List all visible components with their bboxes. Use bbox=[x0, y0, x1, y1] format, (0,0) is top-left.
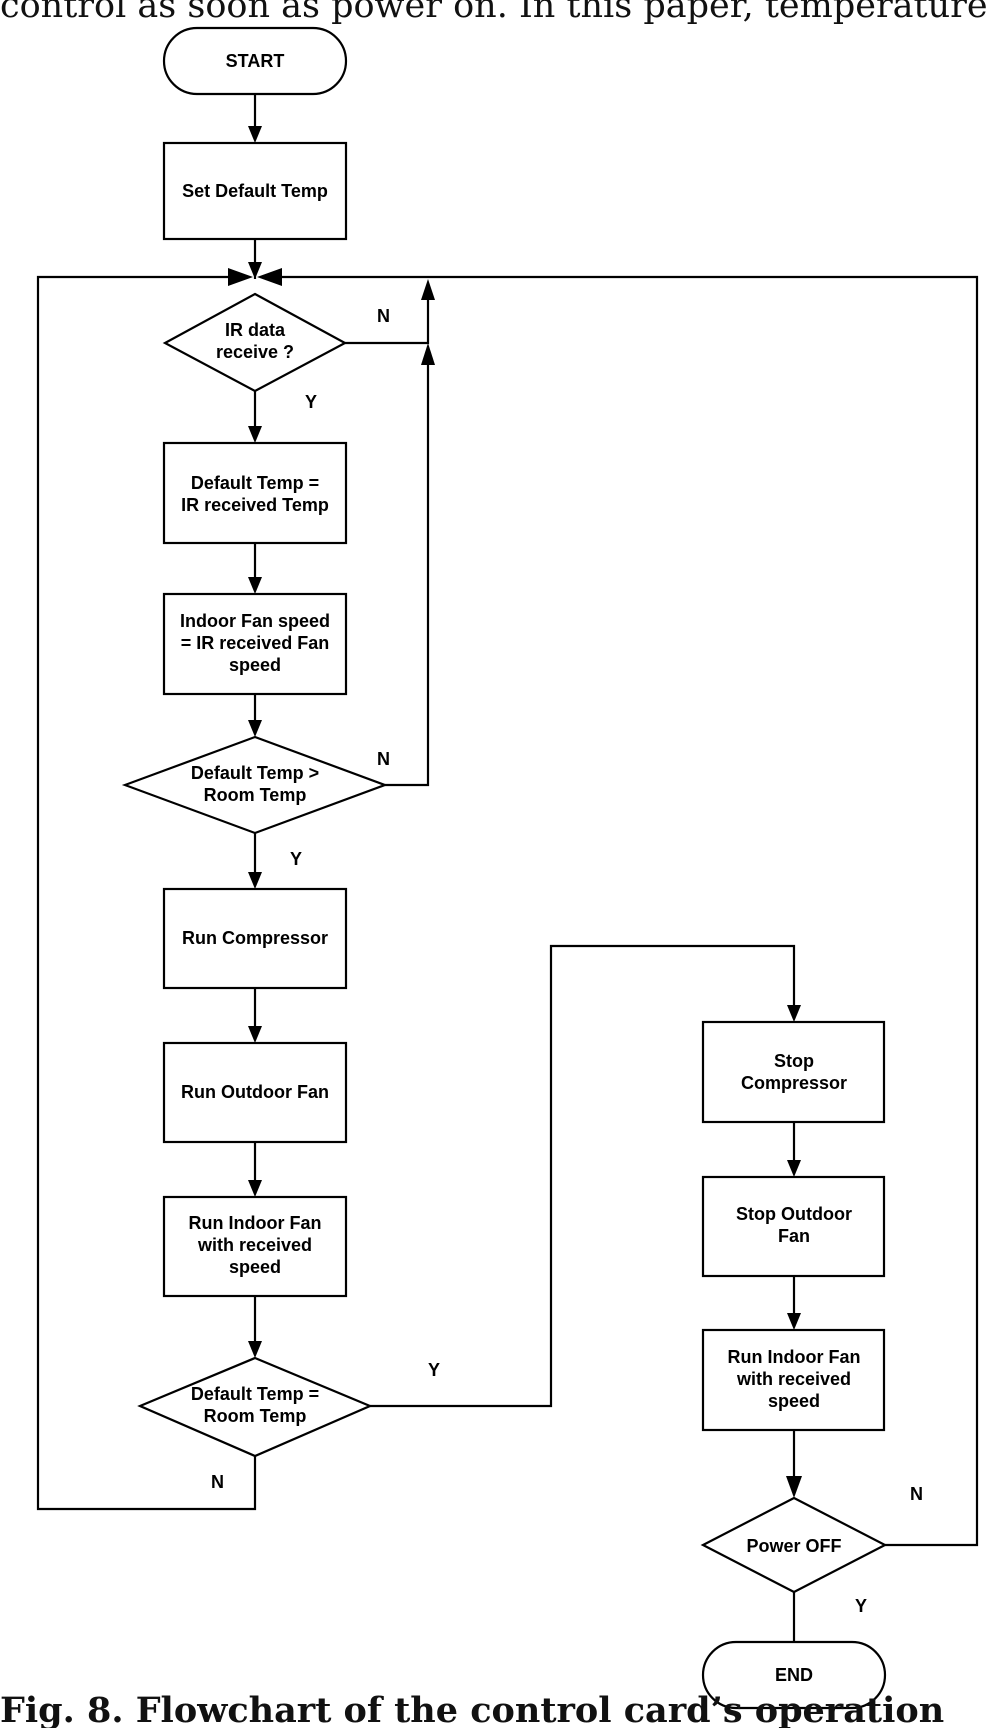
arrow-ir-no-up bbox=[421, 279, 435, 300]
temp-eq-room-label-1: Default Temp = bbox=[191, 1384, 319, 1404]
edge-label-eq-no: N bbox=[211, 1472, 224, 1492]
arrow-gt-no-up bbox=[421, 343, 435, 365]
edges bbox=[36, 94, 979, 1642]
indoor-fan-speed-label-1: Indoor Fan speed bbox=[180, 611, 330, 631]
ir-data-decision: IR data receive ? bbox=[162, 292, 348, 393]
edge-label-ir-no: N bbox=[377, 306, 390, 326]
run-indoor-fan-right-label-3: speed bbox=[768, 1391, 820, 1411]
start-label: START bbox=[226, 51, 285, 71]
run-indoor-fan-left-label-3: speed bbox=[229, 1257, 281, 1277]
arrow-comp-to-outdoor bbox=[248, 1026, 262, 1043]
power-off-decision: Power OFF bbox=[700, 1496, 888, 1594]
run-outdoor-fan-box: Run Outdoor Fan bbox=[162, 1041, 348, 1144]
power-off-label: Power OFF bbox=[746, 1536, 841, 1556]
set-default-temp-box: Set Default Temp bbox=[162, 141, 348, 241]
arrow-gt-yes bbox=[248, 872, 262, 889]
edge-eq-yes bbox=[370, 944, 796, 1408]
run-compressor-label: Run Compressor bbox=[182, 928, 328, 948]
run-compressor-box: Run Compressor bbox=[162, 887, 348, 990]
arrow-start-to-set bbox=[248, 126, 262, 143]
run-indoor-fan-right-label-2: with received bbox=[736, 1369, 851, 1389]
arrow-indoor-to-eq bbox=[248, 1341, 262, 1358]
edge-labels: N Y N Y Y N N Y bbox=[211, 306, 923, 1616]
arrow-set-to-ir bbox=[248, 262, 262, 279]
ir-data-label-1: IR data bbox=[225, 320, 286, 340]
temp-eq-room-decision: Default Temp = Room Temp bbox=[137, 1356, 373, 1458]
run-indoor-fan-left-label-2: with received bbox=[197, 1235, 312, 1255]
arrow-fan-to-gt bbox=[248, 720, 262, 737]
default-eq-ir-box: Default Temp = IR received Temp bbox=[162, 441, 348, 545]
temp-gt-room-label-2: Room Temp bbox=[204, 785, 307, 805]
default-eq-ir-label-2: IR received Temp bbox=[181, 495, 329, 515]
end-node: END bbox=[701, 1640, 887, 1710]
run-indoor-fan-left-box: Run Indoor Fan with received speed bbox=[162, 1195, 348, 1298]
edge-label-gt-yes: Y bbox=[290, 849, 302, 869]
ir-data-label-2: receive ? bbox=[216, 342, 294, 362]
arrow-eq-yes bbox=[787, 1005, 801, 1022]
stop-compressor-label-1: Stop bbox=[774, 1051, 814, 1071]
indoor-fan-speed-box: Indoor Fan speed = IR received Fan speed bbox=[162, 592, 348, 696]
edge-label-gt-no: N bbox=[377, 749, 390, 769]
temp-eq-room-label-2: Room Temp bbox=[204, 1406, 307, 1426]
page-text-top: control as soon as power on. In this pap… bbox=[0, 0, 986, 26]
run-indoor-fan-right-label-1: Run Indoor Fan bbox=[728, 1347, 861, 1367]
figure-caption: Fig. 8. Flowchart of the control card’s … bbox=[0, 1690, 945, 1728]
arrow-outdoor-to-indoor bbox=[248, 1180, 262, 1197]
temp-gt-room-label-1: Default Temp > bbox=[191, 763, 319, 783]
arrow-default-to-fan bbox=[248, 577, 262, 594]
end-label: END bbox=[775, 1665, 813, 1685]
arrow-ir-yes bbox=[248, 426, 262, 443]
edge-power-no-loop bbox=[280, 275, 979, 1547]
edge-label-eq-yes: Y bbox=[428, 1360, 440, 1380]
temp-gt-room-decision: Default Temp > Room Temp bbox=[121, 735, 389, 835]
default-eq-ir-label-1: Default Temp = bbox=[191, 473, 319, 493]
arrow-loop-left bbox=[228, 268, 253, 286]
stop-compressor-box: Stop Compressor bbox=[701, 1020, 886, 1124]
arrow-stopcomp-to-stopfan bbox=[787, 1160, 801, 1177]
edge-eq-no-loop bbox=[36, 275, 257, 1511]
set-default-temp-label: Set Default Temp bbox=[182, 181, 328, 201]
edge-label-power-no: N bbox=[910, 1484, 923, 1504]
run-indoor-fan-right-box: Run Indoor Fan with received speed bbox=[701, 1328, 886, 1432]
edge-label-power-yes: Y bbox=[855, 1596, 867, 1616]
arrow-loop-right bbox=[257, 268, 282, 286]
indoor-fan-speed-label-2: = IR received Fan bbox=[181, 633, 330, 653]
arrow-indoor-to-power bbox=[786, 1476, 802, 1498]
stop-outdoor-fan-box: Stop Outdoor Fan bbox=[701, 1175, 886, 1278]
stop-outdoor-fan-label-2: Fan bbox=[778, 1226, 810, 1246]
run-outdoor-fan-label: Run Outdoor Fan bbox=[181, 1082, 329, 1102]
stop-compressor-label-2: Compressor bbox=[741, 1073, 847, 1093]
run-indoor-fan-left-label-1: Run Indoor Fan bbox=[189, 1213, 322, 1233]
start-node: START bbox=[162, 26, 348, 96]
arrow-stopfan-to-indoor bbox=[787, 1313, 801, 1330]
edge-gt-no bbox=[385, 365, 430, 787]
stop-outdoor-fan-label-1: Stop Outdoor bbox=[736, 1204, 852, 1224]
indoor-fan-speed-label-3: speed bbox=[229, 655, 281, 675]
edge-label-ir-yes: Y bbox=[305, 392, 317, 412]
